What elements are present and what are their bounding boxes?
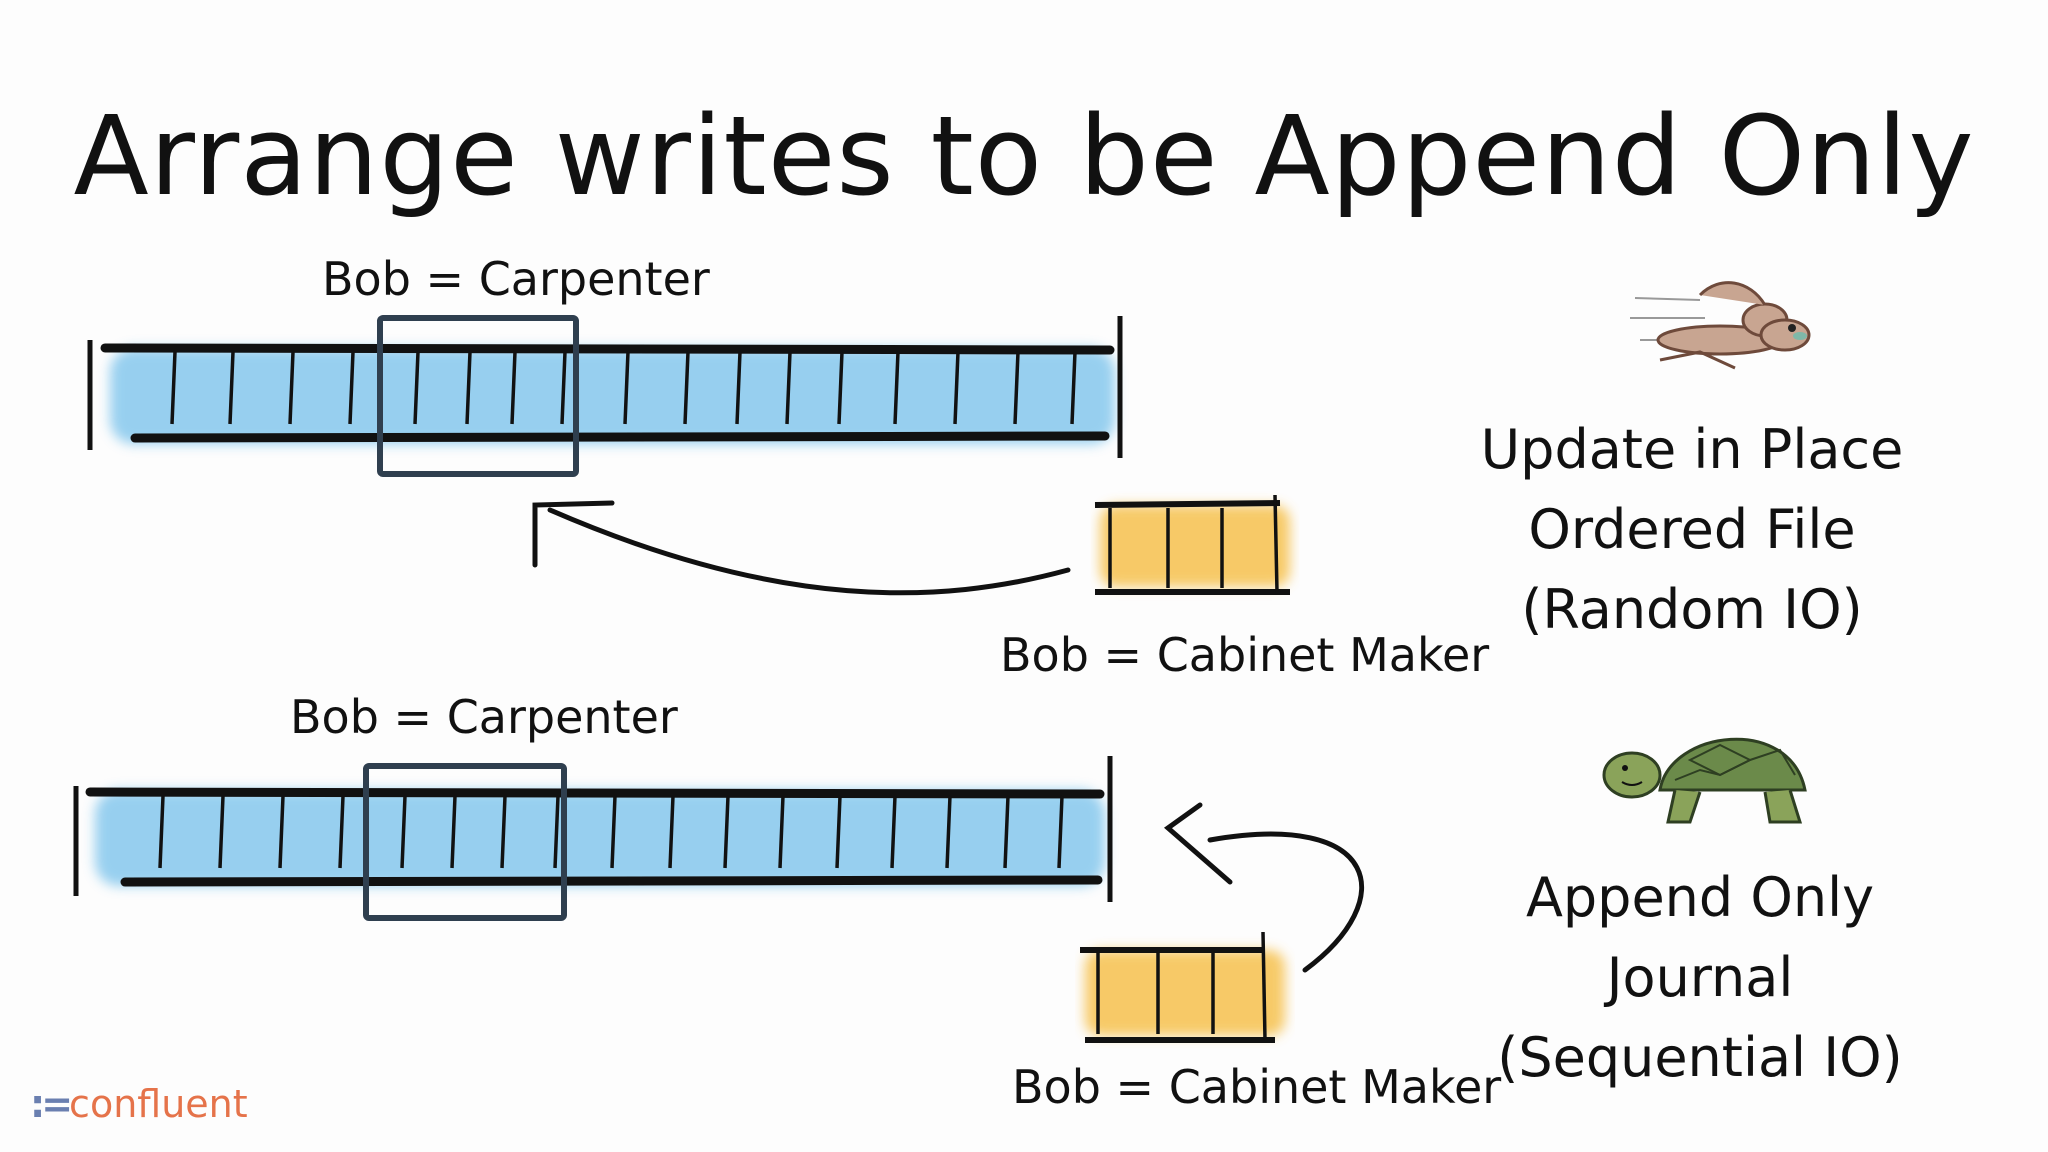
- update-in-place-arrow: [532, 500, 1071, 596]
- record-highlight-box: [363, 763, 567, 921]
- bottom-update-label: Bob = Cabinet Maker: [1012, 1060, 1502, 1114]
- append-only-journal: [73, 756, 1113, 921]
- append-only-caption: Append Only Journal (Sequential IO): [1440, 858, 1960, 1098]
- hare-icon: [1630, 281, 1811, 370]
- update-record: [1094, 494, 1290, 595]
- appended-record: [1080, 931, 1285, 1043]
- top-update-label: Bob = Cabinet Maker: [1000, 628, 1490, 682]
- logo-text: confluent: [69, 1082, 248, 1126]
- caption-line: (Random IO): [1521, 578, 1863, 641]
- update-in-place-caption: Update in Place Ordered File (Random IO): [1432, 410, 1952, 650]
- caption-line: Update in Place: [1480, 418, 1904, 481]
- logo-mark-icon: :=: [30, 1082, 73, 1126]
- ordered-file: [87, 315, 1123, 477]
- confluent-logo: :=confluent: [30, 1082, 248, 1126]
- tortoise-icon: [1602, 737, 1807, 824]
- caption-line: Append Only: [1525, 866, 1875, 929]
- bottom-file-label: Bob = Carpenter: [290, 690, 678, 744]
- caption-line: (Sequential IO): [1497, 1026, 1903, 1089]
- record-highlight-box: [377, 315, 579, 477]
- page-title: Arrange writes to be Append Only: [73, 92, 1975, 220]
- caption-line: Journal: [1606, 946, 1794, 1009]
- caption-line: Ordered File: [1528, 498, 1856, 561]
- append-arrow: [1163, 802, 1365, 973]
- top-file-label: Bob = Carpenter: [322, 252, 710, 306]
